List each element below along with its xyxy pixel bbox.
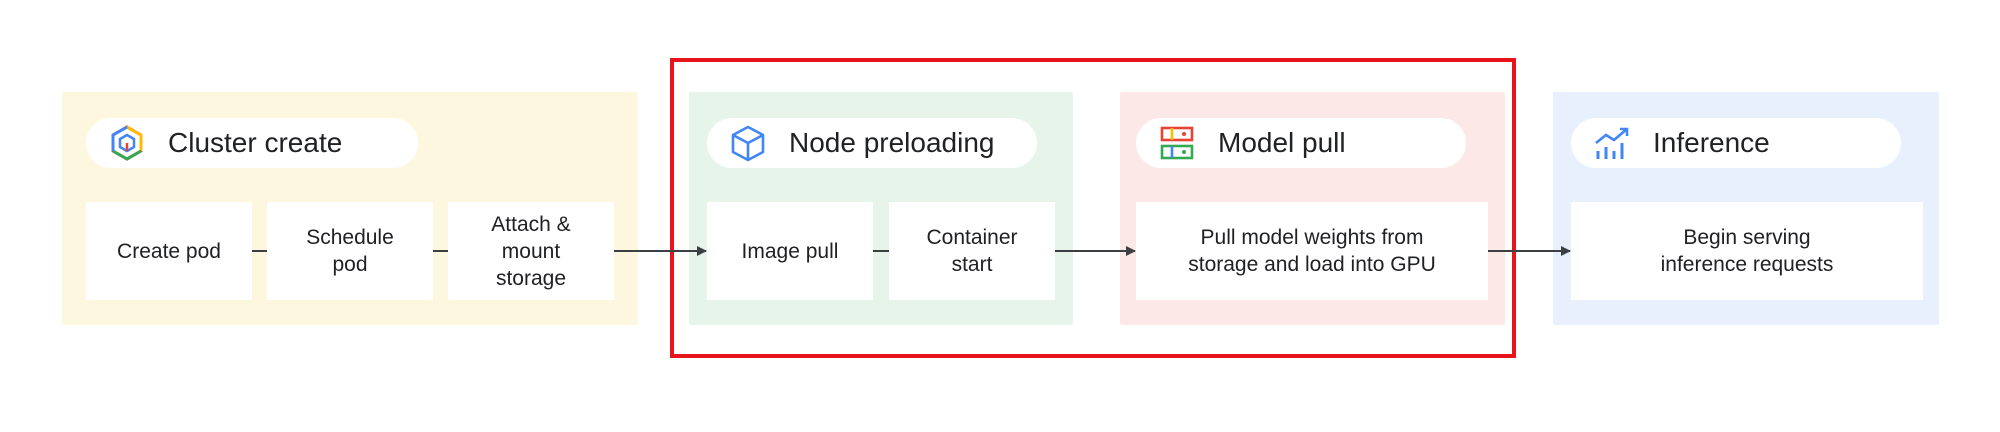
step-create-pod: Create pod xyxy=(86,202,252,300)
step-label: Begin serving inference requests xyxy=(1660,226,1834,276)
step-label: Container start xyxy=(926,226,1018,276)
step-schedule-pod: Schedule pod xyxy=(267,202,433,300)
stage-model-pull: Model pull Pull model weights from stora… xyxy=(1120,92,1505,325)
stage-header-node-preloading: Node preloading xyxy=(707,118,1037,168)
step-label: Image pull xyxy=(741,239,839,263)
cube-icon xyxy=(729,124,767,162)
highlight-frame xyxy=(670,58,1516,358)
storage-icon xyxy=(1158,124,1196,162)
step-label: Schedule pod xyxy=(306,226,394,276)
stage-title: Model pull xyxy=(1218,127,1346,158)
stage-title: Node preloading xyxy=(789,127,995,158)
stage-title: Cluster create xyxy=(168,127,343,158)
step-label: Pull model weights from storage and load… xyxy=(1188,226,1436,276)
stage-node-preloading: Node preloading Image pull Container sta… xyxy=(689,92,1073,325)
stage-header-model-pull: Model pull xyxy=(1136,118,1466,168)
step-pull-model-weights: Pull model weights from storage and load… xyxy=(1136,202,1488,300)
stage-header-cluster-create: Cluster create xyxy=(86,118,418,168)
trending-chart-icon xyxy=(1593,124,1631,162)
step-container-start: Container start xyxy=(889,202,1055,300)
step-image-pull: Image pull xyxy=(707,202,873,300)
stage-cluster-create: Cluster create Create pod Schedule pod A… xyxy=(62,92,638,325)
step-attach-mount-storage: Attach & mount storage xyxy=(448,202,614,300)
step-label: Attach & mount storage xyxy=(491,212,571,290)
stage-header-inference: Inference xyxy=(1571,118,1901,168)
step-begin-serving: Begin serving inference requests xyxy=(1571,202,1923,300)
step-label: Create pod xyxy=(117,239,221,263)
stage-title: Inference xyxy=(1653,127,1770,158)
kubernetes-engine-icon xyxy=(108,124,146,162)
stage-inference: Inference Begin serving inference reques… xyxy=(1553,92,1939,325)
